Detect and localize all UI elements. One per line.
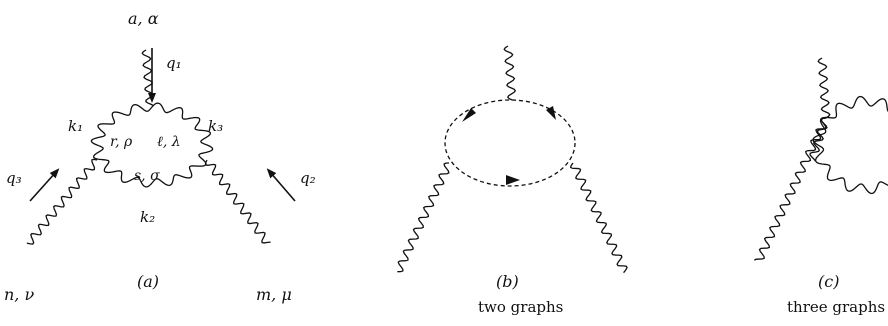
gluon-leg-top (503, 45, 517, 101)
vertex-label-top: a, α (128, 9, 159, 28)
diagram-b-external-legs (397, 45, 628, 274)
momentum-label-k3: k₃ (208, 117, 223, 135)
ghost-arrow-bottom (506, 175, 520, 185)
gluon-leg-right (569, 162, 628, 274)
gluon-leg-left (26, 158, 98, 245)
diagram-c-lines (754, 57, 888, 261)
momentum-label-q2: q₂ (300, 169, 316, 187)
vertex-label-right: m, μ (256, 285, 292, 304)
momentum-label-k1: k₁ (68, 117, 83, 135)
gluon-leg-connector (809, 117, 828, 162)
gluon-leg-left (397, 162, 450, 273)
internal-label-s-sigma: s, σ (134, 168, 160, 184)
diagram-b: (b) two graphs (397, 45, 628, 316)
ghost-arrow-right (546, 106, 556, 120)
internal-label-l-lambda: ℓ, λ (157, 134, 181, 150)
vertex-label-left: n, ν (4, 285, 34, 304)
diagram-c: (c) three graphs (754, 57, 888, 316)
ghost-loop (444, 99, 576, 187)
caption-c: three graphs (787, 298, 885, 316)
momentum-label-k2: k₂ (140, 208, 155, 226)
panel-label-c: (c) (818, 272, 839, 291)
panel-label-b: (b) (496, 272, 519, 291)
ghost-arrow-left (462, 108, 476, 122)
panel-label-a: (a) (137, 272, 159, 291)
diagram-a-loop (90, 102, 214, 188)
gluon-loop (90, 102, 214, 188)
caption-b: two graphs (478, 298, 563, 316)
momentum-label-q3: q₃ (6, 169, 22, 187)
momentum-label-q1: q₁ (166, 54, 182, 72)
gluon-leg-top (817, 57, 831, 119)
gluon-leg-left (754, 117, 827, 261)
internal-label-r-rho: r, ρ (110, 134, 133, 150)
q3-arrow (29, 168, 60, 202)
q2-arrow (266, 168, 296, 202)
diagram-a: a, α n, ν m, μ q₁ q₃ q₂ k₁ k₃ k₂ r, ρ ℓ,… (4, 9, 316, 304)
gluon-leg-right (204, 159, 271, 244)
